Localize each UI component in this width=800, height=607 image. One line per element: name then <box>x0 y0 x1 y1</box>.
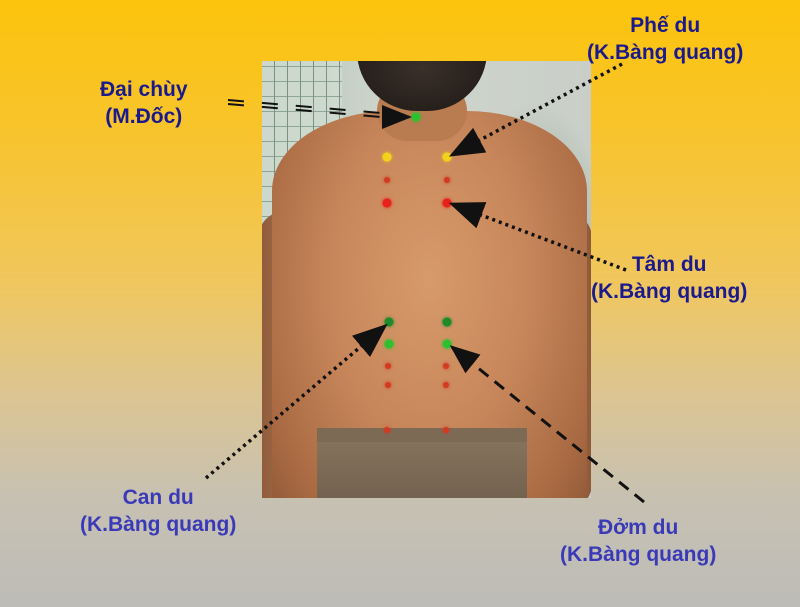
meridian-name: (K.Bàng quang) <box>80 513 237 536</box>
point-name: Tâm du <box>631 253 707 276</box>
label-can-du: Can du (K.Bàng quang) <box>80 484 236 538</box>
label-tam-du: Tâm du (K.Bàng quang) <box>591 251 747 305</box>
acupuncture-point <box>444 177 450 183</box>
label-phe-du: Phế du (K.Bàng quang) <box>587 12 743 66</box>
acupuncture-point <box>384 177 390 183</box>
acupuncture-point <box>443 363 449 369</box>
meridian-name: (K.Bàng quang) <box>587 41 744 64</box>
arrow-dom-du <box>449 345 645 504</box>
point-name: Can du <box>122 486 194 509</box>
acupuncture-point <box>442 152 452 162</box>
acupuncture-point <box>443 382 449 388</box>
arrow-dai-chuy <box>227 99 412 129</box>
trousers <box>317 428 527 498</box>
back-photo <box>262 61 591 498</box>
meridian-name: (K.Bàng quang) <box>560 543 717 566</box>
arrow-tam-du <box>448 202 627 272</box>
point-name: Phế du <box>630 14 701 37</box>
acupuncture-point <box>442 339 452 349</box>
acupuncture-point <box>411 112 421 122</box>
point-name: Đởm du <box>598 516 679 539</box>
arrow-can-du <box>204 323 388 480</box>
acupuncture-point <box>442 198 452 208</box>
meridian-name: (M.Đốc) <box>105 105 183 128</box>
point-name: Đại chùy <box>100 78 188 101</box>
meridian-name: (K.Bàng quang) <box>591 280 748 303</box>
arrow-phe-du <box>448 62 623 157</box>
acupuncture-point <box>442 317 452 327</box>
acupuncture-point <box>385 382 391 388</box>
acupuncture-point <box>382 198 392 208</box>
acupuncture-point <box>443 427 449 433</box>
acupuncture-point <box>384 339 394 349</box>
acupuncture-point <box>382 152 392 162</box>
acupuncture-point <box>385 363 391 369</box>
acupuncture-point <box>384 317 394 327</box>
label-dai-chuy: Đại chùy (M.Đốc) <box>100 76 188 130</box>
label-dom-du: Đởm du (K.Bàng quang) <box>560 514 716 568</box>
acupuncture-point <box>384 427 390 433</box>
